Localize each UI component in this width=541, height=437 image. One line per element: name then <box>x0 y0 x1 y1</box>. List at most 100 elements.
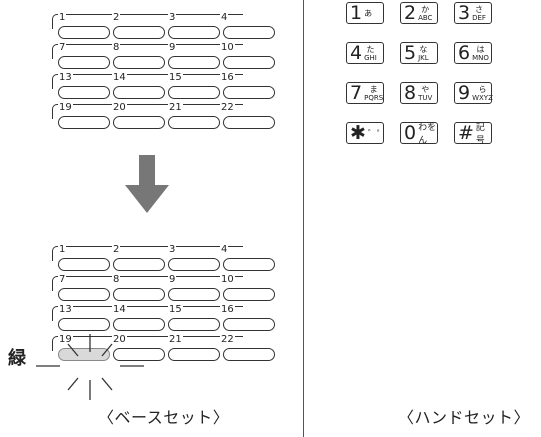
key-number: 10 <box>220 274 235 286</box>
key-number: 2 <box>112 12 121 24</box>
dial-key-digit: 7 <box>350 82 363 104</box>
one-touch-key[interactable] <box>168 288 220 301</box>
dial-key-subtext: ゛゜ <box>367 129 386 140</box>
dial-key-alpha: GHI <box>364 53 377 62</box>
one-touch-key[interactable] <box>113 258 165 271</box>
key-number: 7 <box>58 274 67 286</box>
key-number: 15 <box>168 304 183 316</box>
dial-key-digit: 6 <box>458 42 471 64</box>
key-row-frame <box>52 14 243 29</box>
dial-key-alpha: PQRS <box>364 93 384 102</box>
key-number: 8 <box>112 42 121 54</box>
key-number: 3 <box>168 12 177 24</box>
one-touch-key[interactable] <box>223 258 275 271</box>
dial-key-kana: た <box>366 44 375 54</box>
key-number: 20 <box>112 334 127 346</box>
key-number: 14 <box>112 304 127 316</box>
dial-key-star[interactable]: ✱゛゜ <box>346 122 386 144</box>
key-number: 1 <box>58 12 67 24</box>
key-number: 21 <box>168 334 183 346</box>
dial-key-subtext: わをん <box>418 123 437 146</box>
flash-burst-icon <box>36 334 144 400</box>
dial-key-digit: 0 <box>404 122 417 144</box>
key-number: 9 <box>168 42 177 54</box>
dial-key-digit: # <box>458 122 474 144</box>
one-touch-key[interactable] <box>113 26 165 39</box>
one-touch-key[interactable] <box>168 116 220 129</box>
one-touch-key[interactable] <box>113 318 165 331</box>
one-touch-key[interactable] <box>223 86 275 99</box>
dial-key-digit: ✱ <box>350 122 366 144</box>
key-number: 7 <box>58 42 67 54</box>
base-unit-caption: 〈ベースセット〉 <box>98 408 230 427</box>
dial-key-digit: 8 <box>404 82 417 104</box>
one-touch-key[interactable] <box>223 26 275 39</box>
one-touch-key[interactable] <box>113 86 165 99</box>
one-touch-key[interactable] <box>168 56 220 69</box>
one-touch-key[interactable] <box>58 318 110 331</box>
key-number: 19 <box>58 334 73 346</box>
key-number: 9 <box>168 274 177 286</box>
dial-key-letters: あ <box>364 9 372 18</box>
one-touch-key[interactable] <box>223 318 275 331</box>
one-touch-key[interactable] <box>113 56 165 69</box>
one-touch-key[interactable] <box>168 86 220 99</box>
dial-key-hash[interactable]: #記号 <box>454 122 492 146</box>
dial-key-kana: な <box>419 44 428 54</box>
one-touch-key[interactable] <box>223 116 275 129</box>
green-indicator-label: 緑 <box>8 348 26 369</box>
dial-key-kana: は <box>476 44 485 54</box>
one-touch-key[interactable] <box>113 288 165 301</box>
key-number: 16 <box>220 72 235 84</box>
one-touch-key[interactable] <box>58 56 110 69</box>
key-number: 19 <box>58 102 73 114</box>
key-row: 19 20 21 22 <box>52 334 275 362</box>
dial-key-alpha: TUV <box>418 93 433 102</box>
one-touch-key[interactable] <box>168 26 220 39</box>
key-number: 1 <box>58 244 67 256</box>
dial-key-digit: 3 <box>458 2 471 24</box>
key-number: 3 <box>168 244 177 256</box>
dial-key-alpha: WXYZ <box>472 93 493 102</box>
dial-key-kana: や <box>421 84 430 94</box>
key-row-frame <box>52 306 243 321</box>
key-row-frame <box>52 104 243 119</box>
one-touch-key[interactable] <box>58 258 110 271</box>
one-touch-key[interactable] <box>223 288 275 301</box>
one-touch-key[interactable] <box>168 348 220 361</box>
one-touch-key[interactable] <box>113 116 165 129</box>
dial-key-kana: か <box>421 4 430 14</box>
one-touch-key[interactable] <box>58 86 110 99</box>
one-touch-key[interactable] <box>58 116 110 129</box>
key-row-frame <box>52 276 243 291</box>
dial-key-alpha: DEF <box>472 13 486 22</box>
one-touch-key[interactable] <box>168 318 220 331</box>
one-touch-key[interactable] <box>168 258 220 271</box>
key-number: 20 <box>112 102 127 114</box>
one-touch-key[interactable] <box>113 348 165 361</box>
key-number: 14 <box>112 72 127 84</box>
lit-one-touch-key[interactable] <box>58 348 110 361</box>
key-number: 10 <box>220 42 235 54</box>
one-touch-key[interactable] <box>58 26 110 39</box>
dial-key-digit: 5 <box>404 42 417 64</box>
one-touch-key[interactable] <box>223 56 275 69</box>
key-number: 22 <box>220 334 235 346</box>
one-touch-key[interactable] <box>58 288 110 301</box>
one-touch-key[interactable] <box>223 348 275 361</box>
